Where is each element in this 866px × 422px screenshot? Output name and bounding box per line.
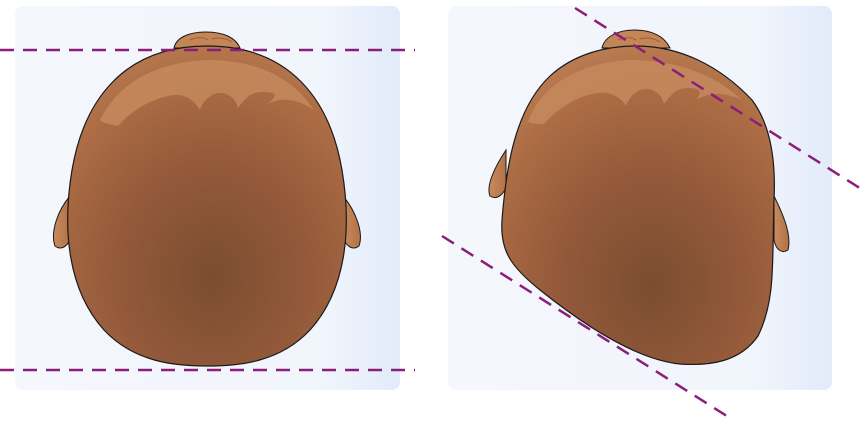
head-shape-diagram [0, 0, 866, 422]
figure [0, 0, 866, 422]
